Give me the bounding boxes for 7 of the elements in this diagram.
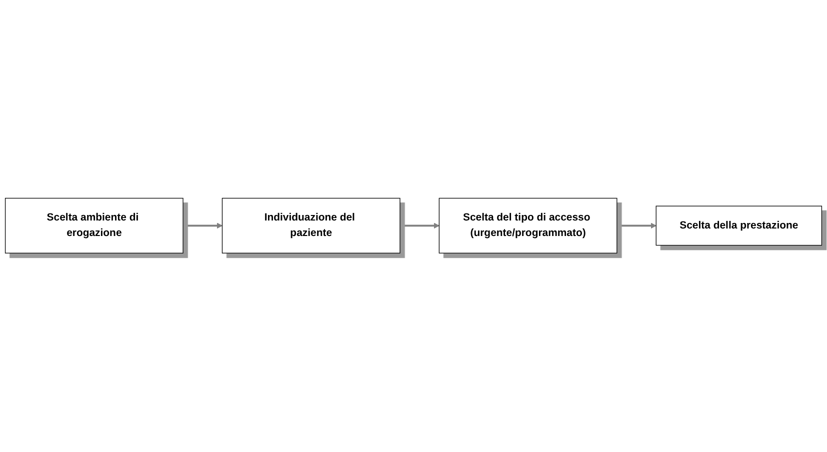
node-box: Individuazione del paziente [222,198,400,254]
node-box: Scelta del tipo di accesso (urgente/programmato) [438,198,618,254]
node-box: Scelta ambiente di erogazione [4,198,184,254]
arrow [183,223,222,229]
node-box: Scelta della prestazione [656,206,822,246]
arrow [400,223,440,229]
arrow [616,223,656,229]
